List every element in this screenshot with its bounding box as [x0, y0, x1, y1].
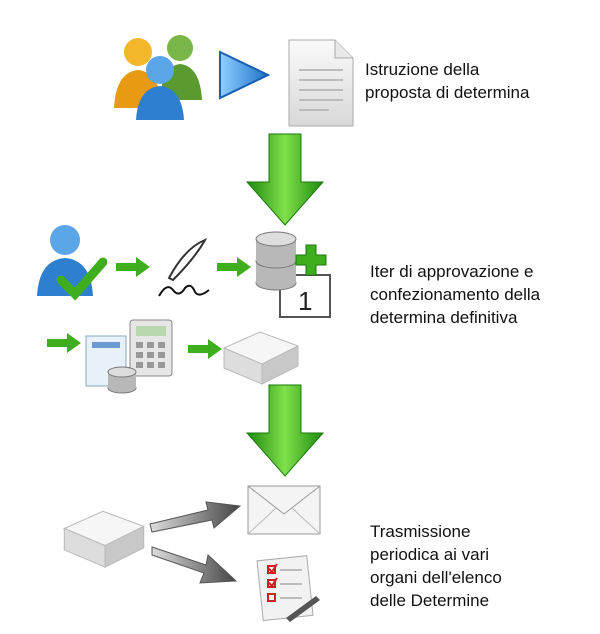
step-1-line-1: Istruzione della — [365, 60, 480, 79]
step-3-label: Trasmissione periodica ai vari organi de… — [370, 520, 502, 612]
step-2-line-3: determina definitiva — [370, 308, 518, 327]
paper-stack-icon — [60, 500, 148, 572]
step-3-line-2: periodica ai vari — [370, 545, 490, 564]
checklist-pen-icon — [246, 552, 322, 622]
envelope-icon — [246, 484, 322, 536]
document-icon — [285, 38, 357, 128]
down-arrow-icon — [245, 132, 325, 227]
step-2-line-2: confezionamento della — [370, 285, 541, 304]
step-3-line-1: Trasmissione — [370, 522, 471, 541]
calculator-documents-icon — [82, 316, 182, 396]
step-3-line-4: delle Determine — [370, 591, 490, 610]
user-approved-icon — [35, 222, 107, 302]
paper-stack-icon — [220, 322, 302, 388]
quill-signature-icon — [155, 238, 213, 303]
gray-arrow-up-icon — [148, 498, 243, 534]
svg-text:1: 1 — [298, 286, 312, 316]
step-2-line-1: Iter di approvazione e — [370, 262, 534, 281]
small-arrow-icon — [114, 256, 152, 278]
step-2-label: Iter di approvazione e confezionamento d… — [370, 260, 540, 329]
users-group-icon — [108, 30, 213, 120]
small-arrow-icon — [186, 338, 224, 360]
database-add-calendar-icon: 1 — [252, 225, 334, 320]
step-1-line-2: proposta di determina — [365, 83, 530, 102]
step-1-label: Istruzione della proposta di determina — [365, 58, 529, 104]
play-arrow-icon — [216, 48, 272, 102]
down-arrow-icon — [245, 383, 325, 478]
small-arrow-icon — [215, 256, 253, 278]
small-arrow-icon — [45, 332, 83, 354]
gray-arrow-down-icon — [150, 543, 240, 585]
step-3-line-3: organi dell'elenco — [370, 568, 502, 587]
